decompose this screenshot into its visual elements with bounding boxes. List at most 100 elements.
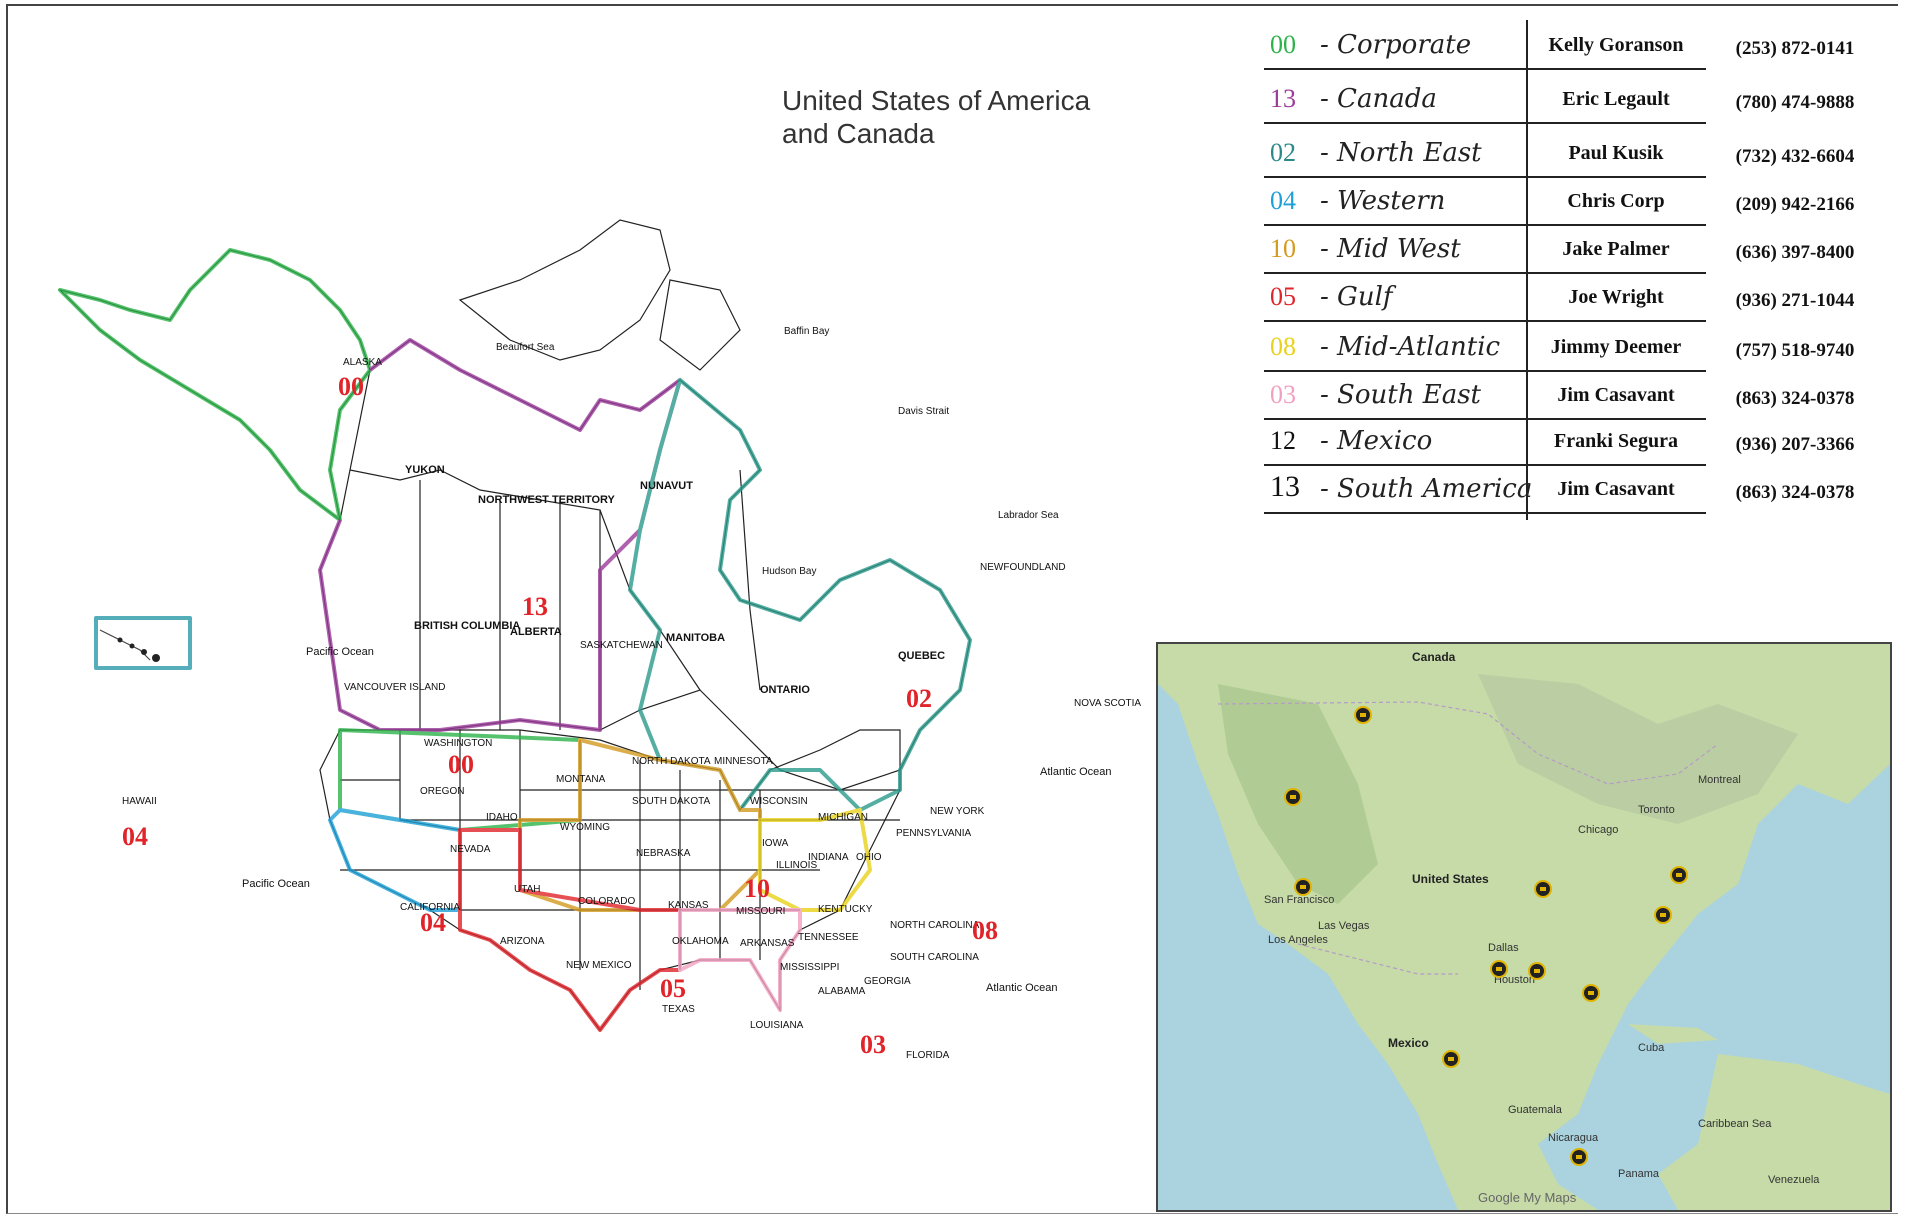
office-location-pin[interactable] <box>1528 962 1546 980</box>
legend-phone: (209) 942-2166 <box>1735 194 1855 215</box>
inset-label-united-states: United States <box>1412 872 1489 886</box>
label-minnesota: MINNESOTA <box>714 756 773 767</box>
legend-contact-name: Paul Kusik <box>1568 142 1664 164</box>
label-hawaii: HAWAII <box>122 796 157 807</box>
legend-contact-name: Kelly Goranson <box>1548 34 1684 56</box>
region-code-california: 04 <box>420 908 446 937</box>
label-illinois: ILLINOIS <box>776 860 818 871</box>
label-labrador: Labrador Sea <box>998 510 1059 521</box>
legend-code: 04 <box>1270 186 1296 215</box>
legend-contact-name: Franki Segura <box>1554 430 1678 452</box>
legend-row: 13 - Canada Eric Legault (780) 474-9888 <box>1262 76 1876 124</box>
office-location-pin[interactable] <box>1490 960 1508 978</box>
legend-phone: (732) 432-6604 <box>1735 146 1855 167</box>
label-nova-scotia: NOVA SCOTIA <box>1074 698 1142 709</box>
region-code-northwest-us: 00 <box>448 750 474 779</box>
inset-label-toronto: Toronto <box>1638 804 1675 816</box>
office-location-pin[interactable] <box>1534 880 1552 898</box>
office-location-pin[interactable] <box>1294 878 1312 896</box>
legend-code: 13 <box>1270 84 1296 113</box>
legend-phone: (780) 474-9888 <box>1735 92 1855 113</box>
label-louisiana: LOUISIANA <box>750 1020 804 1031</box>
office-location-pin[interactable] <box>1442 1050 1460 1068</box>
label-alaska: ALASKA <box>343 357 382 368</box>
google-attribution[interactable]: Google My Maps <box>1478 1190 1577 1205</box>
label-florida: FLORIDA <box>906 1050 950 1061</box>
label-yukon: YUKON <box>405 464 445 476</box>
label-quebec: QUEBEC <box>898 650 946 662</box>
inset-label-san-francisco: San Francisco <box>1264 894 1335 906</box>
label-kentucky: KENTUCKY <box>818 904 873 915</box>
alaska-outline <box>58 249 371 522</box>
region-05-gulf-border <box>458 828 682 1032</box>
legend-code: 00 <box>1270 30 1296 59</box>
label-indiana: INDIANA <box>808 852 849 863</box>
label-utah: UTAH <box>514 884 541 895</box>
region-code-southeast: 03 <box>860 1030 886 1059</box>
office-location-pin[interactable] <box>1354 706 1372 724</box>
inset-label-mexico: Mexico <box>1388 1036 1429 1050</box>
inset-label-chicago: Chicago <box>1578 824 1619 836</box>
label-atlantic-1: Atlantic Ocean <box>1040 766 1112 778</box>
office-location-pin[interactable] <box>1670 866 1688 884</box>
label-missouri: MISSOURI <box>736 906 786 917</box>
region-code-midatlantic: 08 <box>972 916 998 945</box>
legend-row: 03 - South East Jim Casavant (863) 324-0… <box>1262 372 1876 420</box>
label-south-dakota: SOUTH DAKOTA <box>632 796 711 807</box>
legend-phone: (936) 271-1044 <box>1735 290 1855 311</box>
inset-label-guatemala: Guatemala <box>1508 1104 1562 1116</box>
label-manitoba: MANITOBA <box>666 632 726 644</box>
legend-region: - Mid-Atlantic <box>1320 332 1501 362</box>
label-montana: MONTANA <box>556 774 606 785</box>
label-pacific-1: Pacific Ocean <box>306 646 374 658</box>
label-bc: BRITISH COLUMBIA <box>414 620 521 632</box>
inset-label-montreal: Montreal <box>1698 774 1741 786</box>
inset-label-panama: Panama <box>1618 1168 1659 1180</box>
inset-label-dallas: Dallas <box>1488 942 1519 954</box>
legend-divider <box>1526 20 1528 520</box>
legend-code: 02 <box>1270 138 1296 167</box>
legend-code: 12 <box>1270 426 1296 455</box>
label-colorado: COLORADO <box>578 896 636 907</box>
label-iowa: IOWA <box>762 838 789 849</box>
region-code-hawaii: 04 <box>122 822 148 851</box>
legend-region: - South East <box>1320 380 1481 410</box>
label-arkansas: ARKANSAS <box>740 938 795 949</box>
legend-code: 10 <box>1270 234 1296 263</box>
label-wisconsin: WISCONSIN <box>750 796 808 807</box>
legend-row: 08 - Mid-Atlantic Jimmy Deemer (757) 518… <box>1262 324 1876 372</box>
region-08-midatlantic-border <box>758 808 872 912</box>
label-idaho: IDAHO <box>486 812 518 823</box>
legend-code: 05 <box>1270 282 1296 311</box>
office-location-pin[interactable] <box>1570 1148 1588 1166</box>
arctic-islands <box>458 219 671 361</box>
legend-code: 08 <box>1270 332 1296 361</box>
label-vancouver: VANCOUVER ISLAND <box>344 682 446 693</box>
legend-region: - Gulf <box>1320 282 1393 312</box>
office-location-pin[interactable] <box>1284 788 1302 806</box>
label-texas: TEXAS <box>662 1004 695 1015</box>
region-10-midwest-border <box>518 738 762 912</box>
legend-phone: (863) 324-0378 <box>1735 482 1855 503</box>
inset-label-nicaragua: Nicaragua <box>1548 1132 1599 1144</box>
label-washington: WASHINGTON <box>424 738 493 749</box>
legend-row: 05 - Gulf Joe Wright (936) 271-1044 <box>1262 274 1876 322</box>
region-00-alaska-border <box>58 248 372 522</box>
inset-label-venezuela: Venezuela <box>1768 1174 1820 1186</box>
legend-contact-name: Jim Casavant <box>1557 478 1675 500</box>
office-location-pin[interactable] <box>1654 906 1672 924</box>
label-kansas: KANSAS <box>668 900 709 911</box>
region-02-northeast-border <box>628 378 972 812</box>
legend-row: 02 - North East Paul Kusik (732) 432-660… <box>1262 130 1876 178</box>
legend-row: 00 - Corporate Kelly Goranson (253) 872-… <box>1262 22 1876 70</box>
office-location-pin[interactable] <box>1582 984 1600 1002</box>
label-georgia: GEORGIA <box>864 976 911 987</box>
label-baffin-bay: Baffin Bay <box>784 326 830 337</box>
label-nwt: NORTHWEST TERRITORY <box>478 494 615 506</box>
label-north-carolina: NORTH CAROLINA <box>890 920 980 931</box>
inset-location-map[interactable]: Canada United States Mexico Cuba Venezue… <box>1156 642 1892 1212</box>
label-mississippi: MISSISSIPPI <box>780 962 840 973</box>
legend-region: - Mid West <box>1320 234 1461 264</box>
region-03-southeast-border <box>678 908 802 1012</box>
region-code-texas: 05 <box>660 974 686 1003</box>
